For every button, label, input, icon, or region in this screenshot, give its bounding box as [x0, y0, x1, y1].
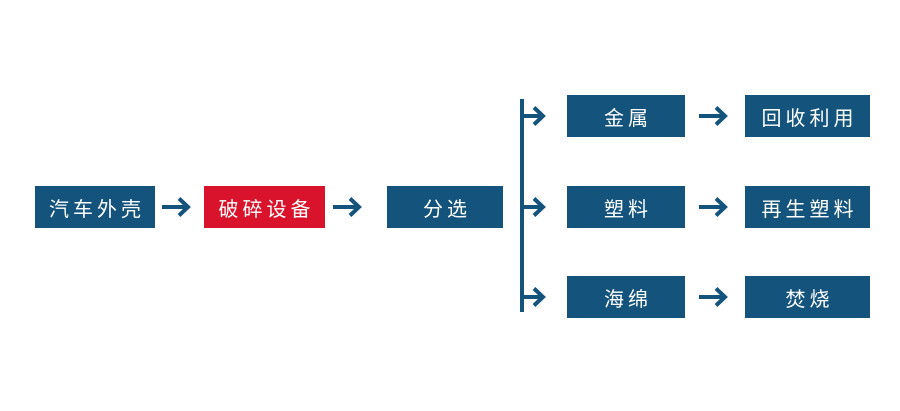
- branch-arrow-icon: [521, 197, 546, 217]
- node-car-shell: 汽车外壳: [35, 186, 155, 228]
- branch-arrow-icon: [521, 106, 546, 126]
- node-metal: 金属: [567, 95, 685, 137]
- flow-arrow-icon: [699, 106, 728, 126]
- flow-arrow-icon: [699, 287, 728, 307]
- flow-arrow-icon: [699, 197, 728, 217]
- node-sorting: 分选: [387, 186, 503, 228]
- node-crushing-equipment: 破碎设备: [204, 186, 325, 228]
- branch-arrow-icon: [521, 287, 546, 307]
- node-sponge: 海绵: [567, 276, 685, 318]
- flow-arrow-icon: [162, 197, 191, 217]
- node-recycling: 回收利用: [745, 95, 870, 137]
- node-plastic: 塑料: [567, 186, 685, 228]
- flow-arrow-icon: [333, 197, 362, 217]
- node-incineration: 焚烧: [745, 276, 870, 318]
- node-recycled-plastic: 再生塑料: [745, 186, 870, 228]
